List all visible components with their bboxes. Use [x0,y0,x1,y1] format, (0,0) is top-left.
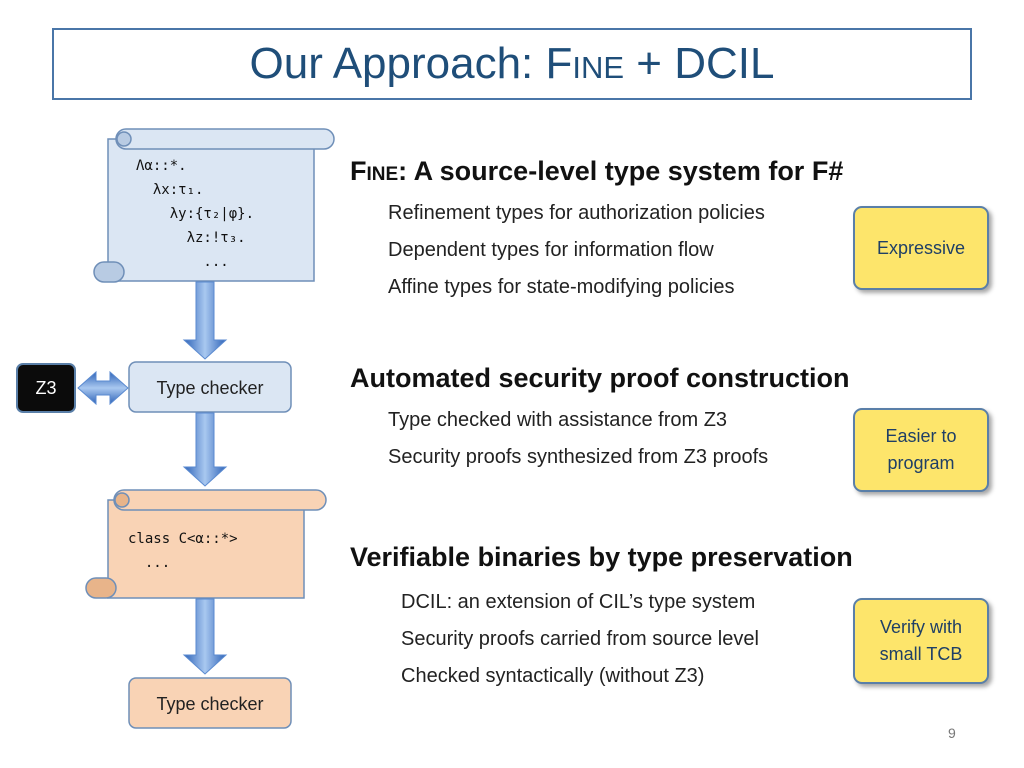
type-checker-top: Type checker [128,361,292,413]
section-3-heading: Verifiable binaries by type preservation [350,542,853,573]
section-3-heading-rest: Verifiable binaries by type preservation [350,542,853,572]
source-scroll: Λα::*. λx:τ₁. λy:{τ₂|φ}. λz:!τ₃. ... [93,128,335,283]
source-code-line-2: λx:τ₁. [136,182,203,198]
section-1-heading: Fine: A source-level type system for F# [350,156,843,187]
section-2-item-1: Type checked with assistance from Z3 [388,409,728,431]
type-checker-bottom: Type checker [128,677,292,729]
arrow-down-3 [182,598,228,675]
section-1-heading-rest: : A source-level type system for F# [398,156,844,186]
source-code-line-5: ... [136,254,229,270]
easier-to-program-badge: Easier to program [853,408,989,492]
verify-small-tcb-badge: Verify with small TCB [853,598,989,684]
title-rest: + DCIL [624,39,775,88]
type-checker-bottom-label: Type checker [156,694,263,714]
source-code-line-4: λz:!τ₃. [136,230,246,246]
source-code-line-3: λy:{τ₂|φ}. [136,206,254,222]
section-1-item-1: Refinement types for authorization polic… [388,202,765,224]
expressive-badge: Expressive [853,206,989,290]
section-1-item-2: Dependent types for information flow [388,239,714,261]
arrow-down-2 [182,412,228,487]
section-1-heading-fine: Fine [350,156,399,186]
double-arrow [77,370,129,406]
section-3-item-2: Security proofs carried from source leve… [401,628,759,650]
title-box: Our Approach: Fine + DCIL [52,28,972,100]
arrow-down-1 [182,281,228,360]
type-checker-top-label: Type checker [156,378,263,398]
slide-title: Our Approach: Fine + DCIL [250,39,775,89]
section-2-heading: Automated security proof construction [350,363,850,394]
z3-label: Z3 [35,378,56,398]
title-fine: Fine [545,39,625,88]
section-3-item-1: DCIL: an extension of CIL’s type system [401,591,756,613]
section-1-item-3: Affine types for state-modifying policie… [388,276,735,298]
z3-box: Z3 [16,363,76,413]
target-code-line-1: class C<α::*> [128,531,238,547]
section-2-heading-rest: Automated security proof construction [350,363,850,393]
page-number: 9 [948,725,956,741]
section-2-item-2: Security proofs synthesized from Z3 proo… [388,446,769,468]
target-scroll: class C<α::*> ... [85,489,327,599]
title-main: Our Approach: [249,39,546,88]
source-code-line-1: Λα::*. [136,158,187,174]
target-code-line-2: ... [128,555,170,571]
section-3-item-3: Checked syntactically (without Z3) [401,665,705,687]
